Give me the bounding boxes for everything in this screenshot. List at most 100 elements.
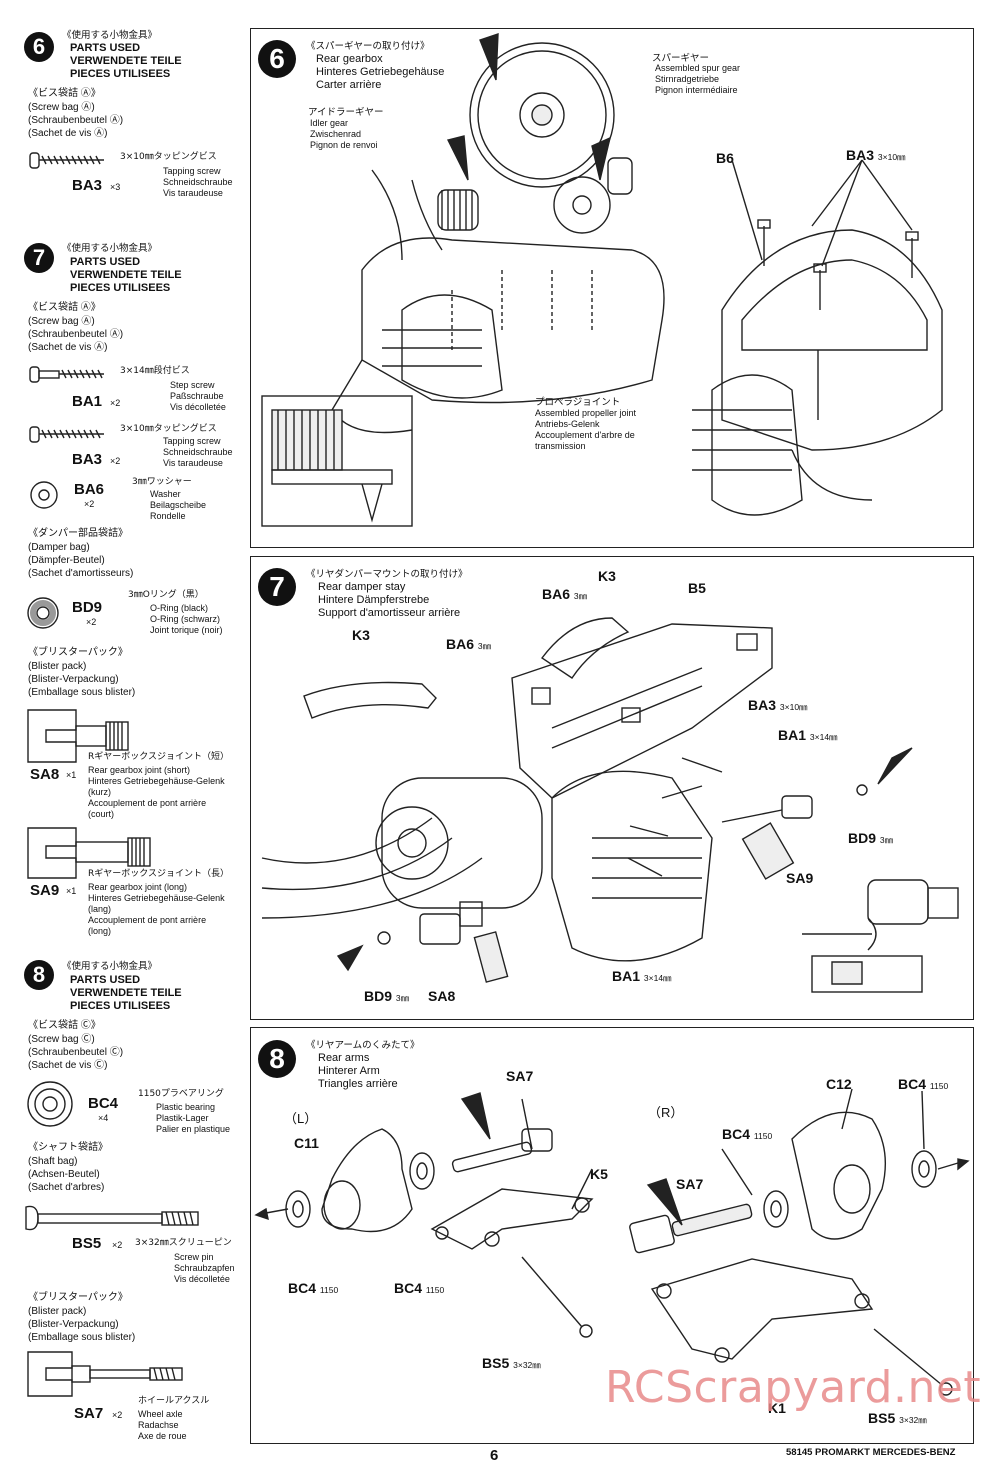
s8-b0-code: SA7 <box>74 1405 104 1422</box>
s8-b0-desc2: Axe de roue <box>138 1431 187 1441</box>
step-8-number-badge: 8 <box>24 960 54 990</box>
page-number: 6 <box>490 1447 499 1464</box>
s7-d0-desc0: O-Ring (black) <box>150 603 209 613</box>
s7-b1-desc0: Rear gearbox joint (long) <box>88 882 188 892</box>
s7-title-de: VERWENDETE TEILE <box>70 269 182 281</box>
s7-b1-desc1: Hinteres Getriebegehäuse-Gelenk <box>88 893 225 903</box>
s8-p0-desc2: Palier en plastique <box>156 1124 231 1134</box>
label-bd9-left: BD9 3㎜ <box>364 988 410 1004</box>
s8-bag-en: (Screw bag Ⓒ) <box>28 1034 95 1045</box>
step-6-gearbox-illustration <box>261 33 943 527</box>
s7-bag-de: (Schraubenbeutel Ⓐ) <box>28 329 124 340</box>
s7-b1-qty: ×1 <box>66 886 77 896</box>
s8-s0-size: 3×32㎜スクリューピン <box>135 1238 232 1248</box>
s7-blister-jp: 《ブリスターパック》 <box>28 647 128 658</box>
s6-p0-desc2: Vis taraudeuse <box>163 188 223 198</box>
s6-title-de: VERWENDETE TEILE <box>70 55 182 67</box>
step6-title-en: Rear gearbox <box>316 53 383 65</box>
s6-title-en: PARTS USED <box>70 42 141 54</box>
spur-gear-jp: スパーギヤー <box>652 53 710 64</box>
propeller-joint-en: Assembled propeller joint <box>535 408 637 418</box>
s7-b0-size: Rギヤーボックスジョイント（短） <box>88 752 229 762</box>
label-k3-top: K3 <box>598 568 616 584</box>
s8-bag-de: (Schraubenbeutel Ⓒ) <box>28 1047 124 1058</box>
step7-title-fr: Support d'amortisseur arrière <box>318 607 461 619</box>
step7-title-de: Hintere Dämpferstrebe <box>318 594 430 606</box>
s7-p0-code: BA1 <box>72 393 103 410</box>
s8-blister-jp: 《ブリスターパック》 <box>28 1292 128 1303</box>
s6-jp-heading: 《使用する小物金具》 <box>62 30 158 41</box>
s6-p0-qty: ×3 <box>110 182 121 192</box>
s6-bag-fr: (Sachet de vis Ⓐ) <box>28 128 108 139</box>
label-bc4-right-inner: BC4 1150 <box>722 1126 773 1142</box>
s7-d0-desc2: Joint torique (noir) <box>150 625 223 635</box>
propeller-joint-jp: プロペラジョイント <box>535 397 621 408</box>
s8-b0-desc0: Wheel axle <box>138 1409 183 1419</box>
spur-gear-fr: Pignon intermédiaire <box>655 85 738 95</box>
s7-b0-desc0: Rear gearbox joint (short) <box>88 765 191 775</box>
s7-p0-desc0: Step screw <box>170 380 215 390</box>
s7-p2-size: 3㎜ワッシャー <box>132 477 192 487</box>
s8-b0-qty: ×2 <box>112 1410 123 1420</box>
s8-p0-desc1: Plastik-Lager <box>156 1113 209 1123</box>
s8-bag-fr: (Sachet de vis Ⓒ) <box>28 1060 108 1071</box>
watermark-text: RCScrapyard.net <box>605 1362 982 1413</box>
propeller-joint-fr2: transmission <box>535 441 586 451</box>
wheel-axle-icon <box>27 1351 183 1397</box>
idler-gear-jp: アイドラーギヤー <box>308 107 384 118</box>
step6-title-de: Hinteres Getriebegehäuse <box>316 66 445 78</box>
s8-title-en: PARTS USED <box>70 974 141 986</box>
s8-shaft-bag-en: (Shaft bag) <box>28 1156 78 1167</box>
label-bc4-left-inner: BC4 1150 <box>394 1280 445 1296</box>
label-b5: B5 <box>688 580 706 596</box>
s7-p0-desc2: Vis décolletée <box>170 402 226 412</box>
tapping-screw-icon <box>29 152 104 169</box>
label-ba6-mid: BA6 3㎜ <box>446 636 492 652</box>
label-c12: C12 <box>826 1076 852 1092</box>
s6-bag-en: (Screw bag Ⓐ) <box>28 102 95 113</box>
s7-blister-fr: (Emballage sous blister) <box>28 687 136 698</box>
label-sa7-right: SA7 <box>676 1176 704 1192</box>
step8-title-de: Hinterer Arm <box>318 1065 380 1077</box>
s7-title-en: PARTS USED <box>70 256 141 268</box>
s7-b1-size: Rギヤーボックスジョイント（長） <box>88 869 229 879</box>
step-7-damper-mount-illustration <box>261 617 959 993</box>
s7-p2-qty: ×2 <box>84 499 95 509</box>
s7-p0-qty: ×2 <box>110 398 121 408</box>
s7-d0-desc1: O-Ring (schwarz) <box>150 614 221 624</box>
s7-b0-desc2: (kurz) <box>88 787 111 797</box>
propeller-joint-de: Antriebs-Gelenk <box>535 419 600 429</box>
step-8-number-big: 8 <box>258 1040 296 1078</box>
s8-bag-jp: 《ビス袋詰 Ⓒ》 <box>28 1020 101 1031</box>
s8-b0-desc1: Radachse <box>138 1420 179 1430</box>
step-8-rear-arms-illustration <box>254 1088 970 1396</box>
label-bs5-left: BS5 3×32㎜ <box>482 1355 541 1371</box>
label-ba3: BA3 3×10㎜ <box>846 147 906 163</box>
s6-p0-desc0: Tapping screw <box>163 166 221 176</box>
step-7-number-big: 7 <box>258 568 296 606</box>
step-6-number-big: 6 <box>258 40 296 78</box>
s7-bag-fr: (Sachet de vis Ⓐ) <box>28 342 108 353</box>
s8-shaft-bag-jp: 《シャフト袋詰》 <box>28 1142 108 1153</box>
spur-gear-en: Assembled spur gear <box>655 63 741 73</box>
s7-b0-desc4: (court) <box>88 809 115 819</box>
s8-s0-desc0: Screw pin <box>174 1252 214 1262</box>
s6-p0-size: 3×10㎜タッピングビス <box>120 152 217 162</box>
label-bc4-right-outer: BC4 1150 <box>898 1076 949 1092</box>
s7-damper-bag-de: (Dämpfer-Beutel) <box>28 555 105 566</box>
s7-bag-en: (Screw bag Ⓐ) <box>28 316 95 327</box>
s7-b1-desc2: (lang) <box>88 904 112 914</box>
spur-gear-de: Stirnradgetriebe <box>655 74 720 84</box>
s7-d0-code: BD9 <box>72 599 103 616</box>
step-7-panel <box>250 556 974 1020</box>
step8-jp-title: 《リヤアームのくみたて》 <box>306 1040 420 1051</box>
s7-p1-desc1: Schneidschraube <box>163 447 233 457</box>
s7-damper-bag-jp: 《ダンパー部品袋詰》 <box>28 528 128 539</box>
s6-title-fr: PIECES UTILISEES <box>70 68 171 80</box>
s8-jp-heading: 《使用する小物金具》 <box>62 961 158 972</box>
label-k3-left: K3 <box>352 627 370 643</box>
label-k5: K5 <box>590 1166 608 1182</box>
label-bd9-right: BD9 3㎜ <box>848 830 894 846</box>
s8-blister-fr: (Emballage sous blister) <box>28 1332 136 1343</box>
s7-b0-code: SA8 <box>30 766 60 783</box>
